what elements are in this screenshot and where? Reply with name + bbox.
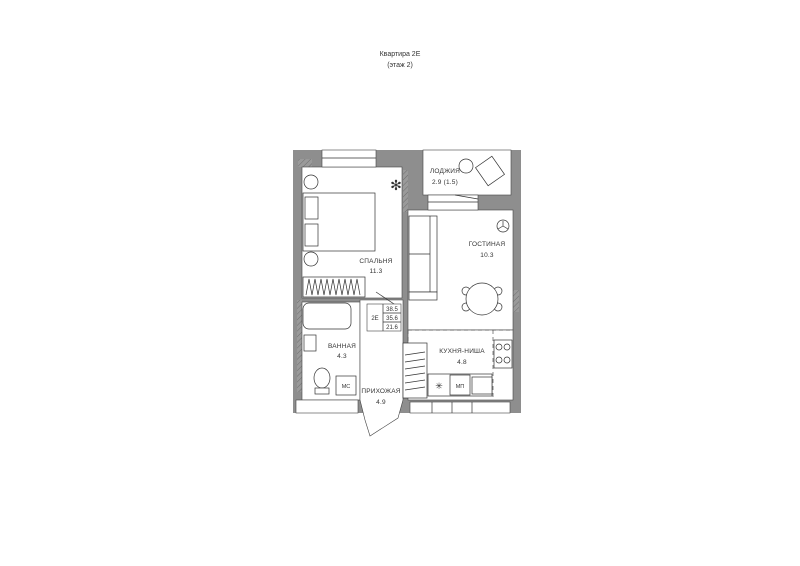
area-summary-table: 2Е 38.5 35.6 21.6 (366, 303, 402, 332)
apartment-code: 2Е (371, 316, 378, 322)
door-loggia (454, 194, 479, 200)
toilet-icon (313, 367, 331, 395)
hallway (359, 299, 404, 437)
bedroom-area: 11.3 (370, 268, 383, 275)
radiator-icon (408, 291, 438, 301)
armchair-icon (475, 155, 505, 187)
washing-machine-label: МС (342, 384, 351, 390)
windows (295, 149, 511, 414)
loggia-name: ЛОДЖИЯ (430, 168, 460, 175)
total-area: 38.5 (386, 307, 398, 313)
kitchen-area: 4.8 (457, 359, 467, 366)
living-name: ГОСТИНАЯ (469, 241, 506, 248)
bed-icon (302, 192, 376, 252)
zone-divider (407, 329, 513, 400)
bedroom-name: СПАЛЬНЯ (359, 258, 392, 265)
washbasin-icon (303, 334, 317, 352)
plan-title: Квартира 2Е (380, 51, 421, 58)
clock-icon (496, 219, 510, 233)
stove-icon (493, 339, 513, 369)
sofa-icon (408, 215, 438, 293)
dishwasher-icon (449, 374, 471, 396)
living-area: 10.3 (480, 252, 494, 259)
loggia-area: 2.9 (1.5) (432, 179, 458, 186)
bathroom-area: 4.3 (337, 353, 347, 360)
sink-icon: ✳ (435, 381, 443, 391)
plan-subtitle: (этаж 2) (387, 62, 413, 69)
hallway-area: 4.9 (376, 399, 386, 406)
kitchen-name: КУХНЯ-НИША (439, 348, 485, 355)
wardrobe-icon (302, 276, 366, 298)
dining-table-icon (461, 282, 503, 316)
nightstand-icon (303, 174, 319, 190)
bathtub-icon (302, 302, 352, 330)
hallway-name: ПРИХОЖАЯ (361, 388, 400, 395)
bathroom-name: ВАННАЯ (328, 343, 356, 350)
living-area: 21.6 (386, 325, 398, 331)
plant-icon: ✻ (390, 177, 402, 193)
area-without-loggia: 35.6 (386, 316, 398, 322)
dishwasher-label: МП (456, 384, 465, 390)
side-table-icon (458, 158, 474, 174)
nightstand-icon (303, 251, 319, 267)
oven-icon (471, 376, 493, 395)
washing-machine-icon (335, 375, 357, 396)
